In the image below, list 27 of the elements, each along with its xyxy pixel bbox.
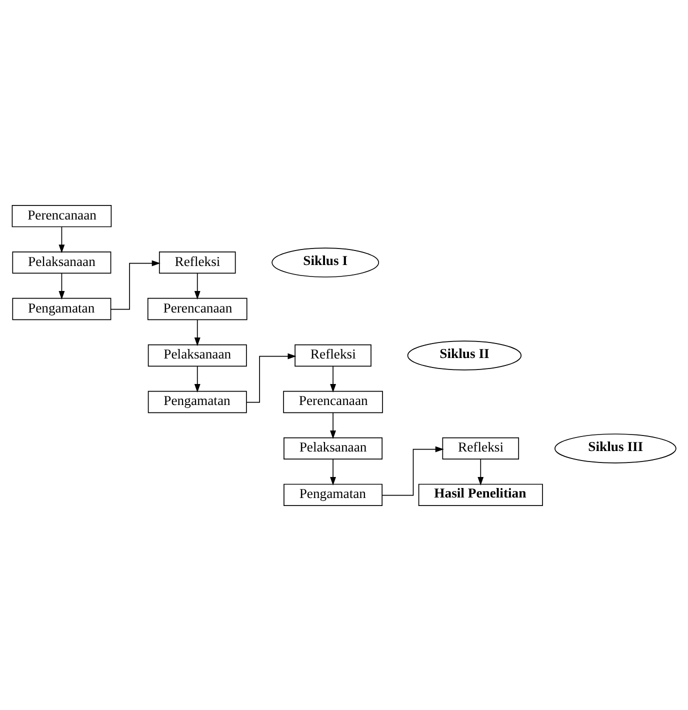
node-box: Pengamatan (284, 483, 383, 506)
node-box: Perencanaan (12, 204, 112, 227)
arrow (194, 318, 200, 346)
node-box: Perencanaan (147, 297, 248, 320)
node-box: Perencanaan (283, 390, 383, 413)
node-box: Refleksi (158, 250, 236, 274)
arrow (58, 226, 65, 253)
node-box: Refleksi (294, 344, 372, 366)
arrow (330, 365, 336, 392)
node-ellipse: Siklus I (272, 247, 380, 277)
node-box: Pengamatan (148, 390, 247, 413)
arrow (478, 458, 484, 485)
arrow (194, 365, 200, 392)
node-box: Pelaksanaan (12, 250, 112, 274)
node-ellipse: Siklus III (554, 433, 676, 463)
node-box: Pelaksanaan (284, 436, 383, 460)
arrow (58, 272, 65, 300)
arrow (194, 272, 200, 300)
node-ellipse: Siklus II (407, 340, 522, 370)
node-box: Refleksi (442, 436, 520, 460)
arrow (110, 260, 160, 310)
node-box: Hasil Penelitian (418, 483, 543, 506)
arrow (330, 458, 336, 485)
node-box: Pelaksanaan (148, 344, 247, 366)
node-box: Pengamatan (12, 297, 112, 320)
arrow (382, 446, 444, 496)
arrow (330, 412, 336, 439)
